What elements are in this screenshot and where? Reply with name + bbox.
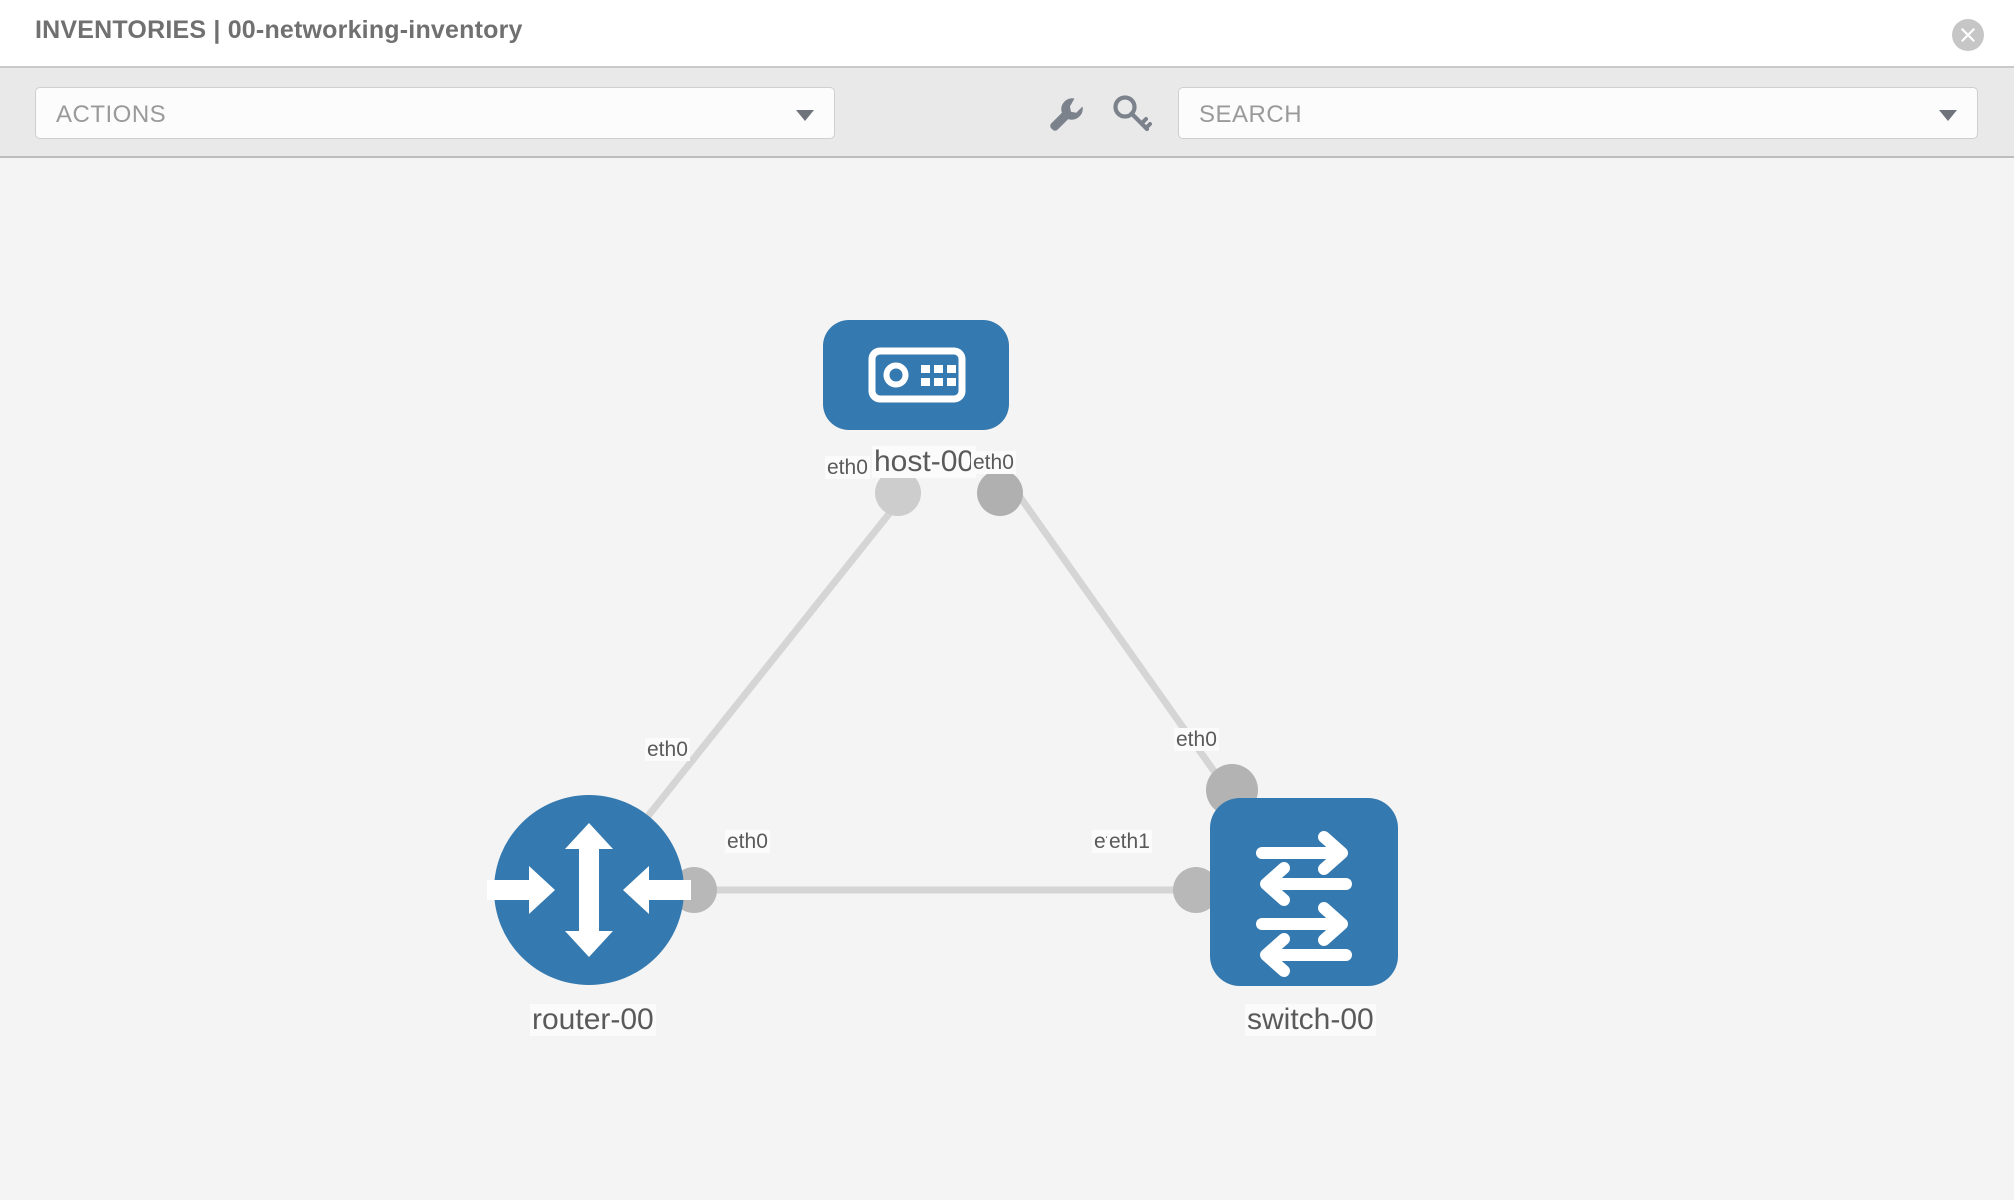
node-switch-00[interactable] — [1210, 798, 1398, 986]
node-host-00-body[interactable] — [823, 320, 1009, 430]
node-switch-00-body[interactable] — [1210, 798, 1398, 986]
iface-label-router00-eth0-uplink: eth0 — [645, 738, 690, 762]
page-header: INVENTORIES | 00-networking-inventory — [0, 0, 2014, 68]
chevron-down-icon[interactable] — [1939, 110, 1957, 121]
node-label-host-00: host-00 — [872, 445, 977, 478]
topology-connectors — [671, 470, 1258, 913]
topology-edges — [586, 477, 1236, 894]
switch-arrows-icon — [1256, 831, 1352, 977]
iface-label-host00-eth0-left: eth0 — [825, 456, 870, 480]
node-router-00[interactable] — [487, 795, 691, 985]
node-label-router-00: router-00 — [530, 1003, 656, 1036]
connector-switch00-eth1[interactable] — [1173, 867, 1219, 913]
iface-label-switch00-eth1: eth1 — [1107, 830, 1152, 854]
topology-graph — [487, 320, 1398, 986]
close-icon[interactable] — [1952, 19, 1984, 51]
node-label-switch-00: switch-00 — [1245, 1003, 1376, 1036]
node-host-00[interactable] — [823, 320, 1009, 430]
search-placeholder: SEARCH — [1199, 101, 1303, 128]
actions-dropdown[interactable]: ACTIONS — [35, 87, 835, 139]
search-input[interactable]: SEARCH — [1178, 87, 1978, 139]
chevron-down-icon — [796, 110, 814, 121]
topology-canvas[interactable]: host-00 router-00 switch-00 eth0 eth0 et… — [0, 158, 2014, 1200]
connector-host00-eth0-left[interactable] — [875, 470, 921, 516]
actions-dropdown-label: ACTIONS — [56, 101, 167, 128]
connector-host00-eth0-right[interactable] — [977, 470, 1023, 516]
router-arrows-icon — [487, 823, 691, 957]
page-title: INVENTORIES | 00-networking-inventory — [35, 16, 523, 44]
wrench-icon[interactable] — [1043, 92, 1085, 134]
toolbar: ACTIONS SEARCH — [0, 68, 2014, 158]
key-icon[interactable] — [1110, 92, 1152, 134]
server-device-icon — [868, 347, 966, 403]
iface-label-router00-eth0: eth0 — [725, 830, 770, 854]
iface-label-host00-eth0-right: eth0 — [971, 451, 1016, 475]
iface-label-switch00-eth0-uplink: eth0 — [1174, 728, 1219, 752]
